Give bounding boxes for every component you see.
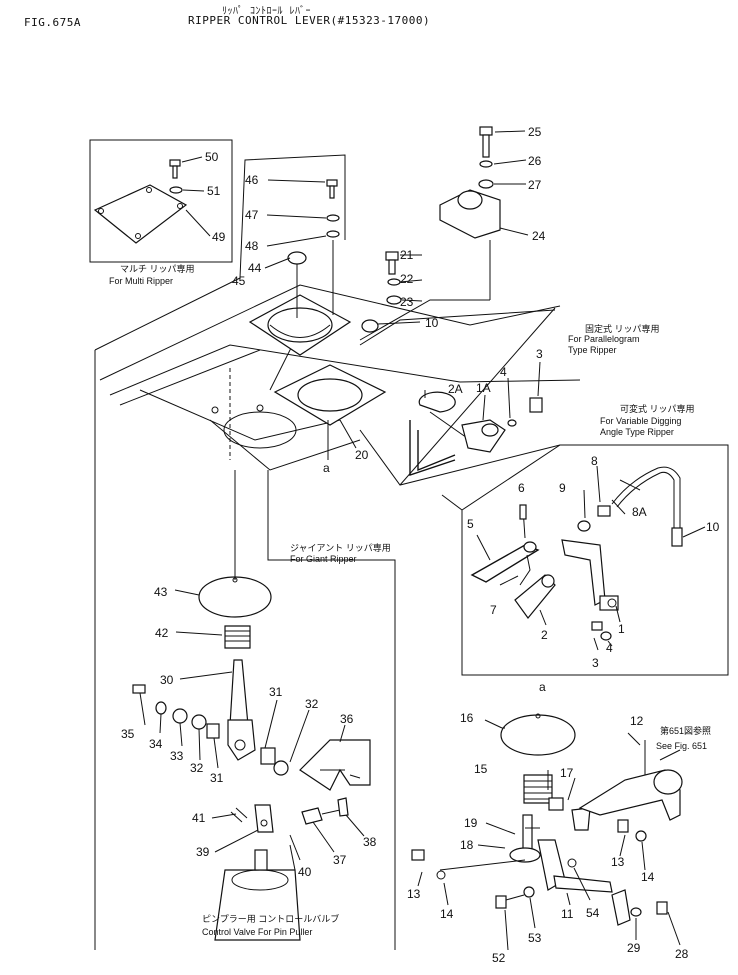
- title-japanese: ﾘｯﾊﾟ ｺﾝﾄﾛｰﾙ ﾚﾊﾞｰ: [222, 6, 312, 17]
- part-label-31-left: 31: [210, 771, 224, 785]
- caption-parallel-en1: For Parallelogram: [568, 334, 640, 344]
- part-label-31-right: 31: [269, 685, 283, 699]
- part-label-25: 25: [528, 125, 542, 139]
- part-label-8: 8: [591, 454, 598, 468]
- part-label-11: 11: [561, 907, 574, 921]
- part-label-20: 20: [355, 448, 369, 462]
- part-label-47: 47: [245, 208, 259, 222]
- part-label-4-upper: 4: [500, 365, 507, 379]
- cover-plate-45: [248, 179, 352, 356]
- part-label-14-right: 14: [641, 870, 655, 884]
- part-label-43: 43: [154, 585, 168, 599]
- caption-seefig-en: See Fig. 651: [656, 741, 707, 751]
- part-label-24: 24: [532, 229, 546, 243]
- part-label-17: 17: [560, 766, 574, 780]
- part-label-34: 34: [149, 737, 163, 751]
- parallelogram-lever-group: [359, 251, 556, 511]
- part-label-10-lower: 10: [706, 520, 720, 534]
- part-label-27: 27: [528, 178, 542, 192]
- part-label-3-upper: 3: [536, 347, 543, 361]
- figure-number: FIG.675A: [24, 16, 81, 29]
- part-label-23: 23: [400, 295, 414, 309]
- part-label-30: 30: [160, 673, 174, 687]
- caption-giant-en: For Giant Ripper: [290, 554, 357, 564]
- part-label-19: 19: [464, 816, 478, 830]
- part-label-38: 38: [363, 835, 377, 849]
- part-label-40: 40: [298, 865, 312, 879]
- caption-giant-jp: ジャイアント リッパ専用: [290, 542, 391, 553]
- giant-ripper-group: [132, 470, 371, 941]
- part-label-21: 21: [400, 248, 414, 262]
- variable-digging-group: [461, 444, 729, 676]
- part-label-26: 26: [528, 154, 542, 168]
- part-label-50: 50: [205, 150, 219, 164]
- multi-ripper-inset: [89, 139, 233, 263]
- part-label-4-lower: 4: [606, 641, 613, 655]
- part-label-37: 37: [333, 853, 347, 867]
- caption-variable-jp: 可変式 リッパ専用: [620, 403, 695, 414]
- part-label-46: 46: [245, 173, 259, 187]
- caption-parallel-en2: Type Ripper: [568, 345, 617, 355]
- caption-multi-en: For Multi Ripper: [109, 276, 173, 286]
- caption-variable-en1: For Variable Digging: [600, 416, 681, 426]
- cover-plate-20: [229, 364, 387, 460]
- caption-seefig-jp: 第651図参照: [660, 725, 711, 736]
- part-label-12: 12: [630, 714, 644, 728]
- part-label-8A: 8A: [632, 505, 647, 519]
- part-label-53: 53: [528, 931, 542, 945]
- part-label-2A: 2A: [448, 382, 463, 396]
- ref-a-lower: a: [539, 680, 546, 694]
- part-label-39: 39: [196, 845, 210, 859]
- caption-valve-en: Control Valve For Pin Puller: [202, 927, 312, 937]
- part-label-33: 33: [170, 749, 184, 763]
- part-label-1: 1: [618, 622, 625, 636]
- caption-parallel-jp: 固定式 リッパ専用: [585, 323, 660, 334]
- standard-lever-group: [411, 713, 683, 951]
- part-label-28: 28: [675, 947, 689, 961]
- part-label-10-upper: 10: [425, 316, 439, 330]
- caption-valve-jp: ピンプラー用 コントロールバルブ: [202, 913, 339, 924]
- part-label-15: 15: [474, 762, 488, 776]
- part-label-51: 51: [207, 184, 221, 198]
- part-label-54: 54: [586, 906, 600, 920]
- part-label-13-right: 13: [611, 855, 625, 869]
- part-label-32-right: 32: [305, 697, 319, 711]
- part-label-7: 7: [490, 603, 497, 617]
- console-body: [94, 154, 581, 950]
- part-label-1A: 1A: [476, 381, 491, 395]
- part-label-18: 18: [460, 838, 474, 852]
- part-label-2: 2: [541, 628, 548, 642]
- part-label-6: 6: [518, 481, 525, 495]
- part-label-16: 16: [460, 711, 474, 725]
- part-label-3-lower: 3: [592, 656, 599, 670]
- part-label-49: 49: [212, 230, 226, 244]
- caption-multi-jp: マルチ リッパ専用: [120, 263, 195, 274]
- caption-variable-en2: Angle Type Ripper: [600, 427, 674, 437]
- bracket-24: [439, 126, 529, 300]
- part-label-22: 22: [400, 272, 414, 286]
- part-label-52: 52: [492, 951, 506, 965]
- title-english: RIPPER CONTROL LEVER(#15323-17000): [188, 14, 431, 27]
- part-label-45: 45: [232, 274, 246, 288]
- part-label-48: 48: [245, 239, 259, 253]
- part-label-36: 36: [340, 712, 354, 726]
- part-label-5: 5: [467, 517, 474, 531]
- part-label-44: 44: [248, 261, 262, 275]
- part-label-32-left: 32: [190, 761, 204, 775]
- ref-a-upper: a: [323, 461, 330, 475]
- part-label-29: 29: [627, 941, 641, 955]
- part-label-14-left: 14: [440, 907, 454, 921]
- part-label-42: 42: [155, 626, 169, 640]
- part-label-35: 35: [121, 727, 135, 741]
- part-label-41: 41: [192, 811, 206, 825]
- part-label-9: 9: [559, 481, 566, 495]
- part-label-13-left: 13: [407, 887, 421, 901]
